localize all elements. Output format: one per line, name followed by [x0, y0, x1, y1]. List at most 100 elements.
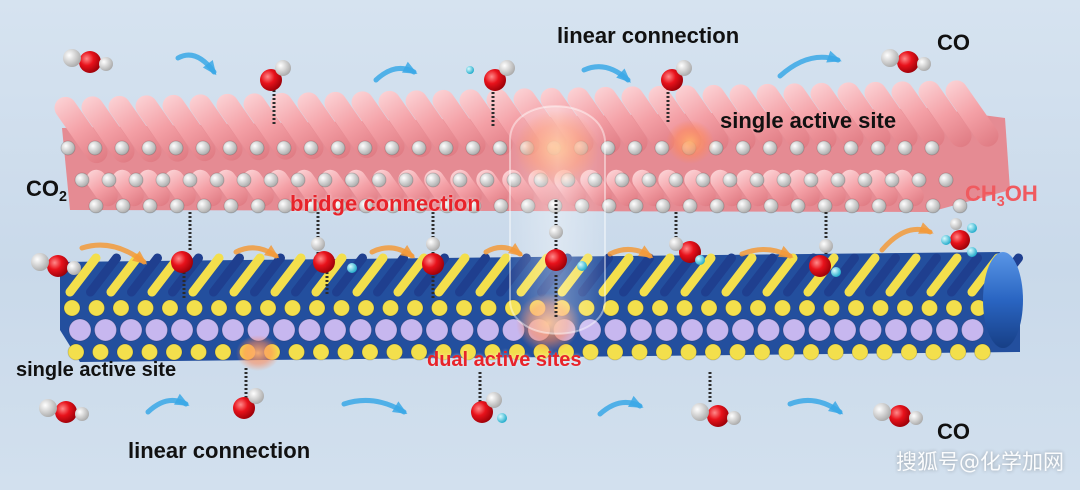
- lower-rod: [906, 253, 941, 297]
- oxygen-atom: [47, 255, 69, 277]
- yellow-atom: [63, 299, 81, 317]
- yellow-atom: [725, 299, 742, 317]
- purple-atom: [706, 318, 729, 342]
- grey-atom: [790, 198, 806, 214]
- arrow-head: [638, 245, 654, 259]
- grey-atom: [182, 172, 198, 188]
- grey-atom: [141, 140, 157, 156]
- purple-atom: [298, 318, 321, 342]
- yellow-atom: [823, 299, 840, 317]
- upper-rod: [783, 83, 837, 150]
- arrow-head: [826, 50, 842, 63]
- lower-rod: [332, 253, 367, 297]
- purple-atom: [323, 318, 347, 342]
- yellow-atom: [235, 299, 252, 317]
- purple-atom: [272, 318, 296, 342]
- upper-rod: [621, 86, 675, 153]
- lower-rod: [947, 253, 982, 297]
- lower-rod: [373, 253, 408, 297]
- grey-atom: [249, 140, 265, 156]
- upper-rod: [684, 169, 716, 207]
- lower-rod: [434, 253, 470, 297]
- grey-atom: [290, 172, 306, 188]
- oxygen-atom: [707, 405, 729, 427]
- hydrogen-cyan-atom: [577, 261, 587, 271]
- grey-atom: [676, 60, 692, 76]
- oxygen-atom: [171, 251, 193, 273]
- grey-atom: [128, 172, 144, 188]
- grey-atom: [873, 403, 891, 421]
- grey-atom: [452, 172, 468, 188]
- grey-atom: [330, 140, 346, 156]
- grey-atom: [924, 140, 940, 156]
- purple-atom: [808, 318, 831, 342]
- purple-atom: [68, 318, 92, 342]
- lower-rod: [762, 253, 798, 297]
- upper-rod: [710, 169, 742, 207]
- yellow-atom: [582, 343, 599, 361]
- lower-rod: [127, 253, 162, 297]
- grey-atom: [614, 172, 630, 188]
- yellow-atom: [382, 299, 399, 317]
- grey-atom: [223, 198, 239, 214]
- purple-atom: [196, 318, 219, 342]
- grey-atom: [250, 198, 266, 214]
- grey-atom: [209, 172, 225, 188]
- grey-atom: [803, 172, 819, 188]
- arrow-head: [400, 245, 416, 259]
- grey-atom: [31, 253, 49, 271]
- upper-rod: [918, 80, 972, 148]
- yellow-atom: [827, 343, 844, 361]
- arrow-head: [174, 393, 190, 406]
- grey-atom: [357, 140, 373, 156]
- grey-atom: [115, 198, 131, 214]
- hydrogen-cyan-atom: [941, 235, 951, 245]
- oxygen-atom: [897, 51, 919, 73]
- grey-atom: [99, 57, 113, 71]
- oxygen-atom: [471, 401, 493, 423]
- grey-atom: [627, 140, 643, 156]
- grey-atom: [331, 198, 347, 214]
- grey-atom: [101, 172, 117, 188]
- yellow-atom: [680, 343, 697, 361]
- grey-atom: [870, 140, 886, 156]
- grey-atom: [857, 172, 873, 188]
- grey-atom: [39, 399, 57, 417]
- grey-atom: [727, 411, 741, 425]
- lower-rod: [65, 253, 101, 297]
- yellow-atom: [337, 343, 354, 361]
- grey-atom: [871, 198, 887, 214]
- yellow-atom: [165, 343, 183, 361]
- grey-atom: [950, 218, 962, 230]
- grey-atom: [344, 172, 360, 188]
- yellow-atom: [484, 343, 501, 361]
- yellow-atom: [872, 299, 889, 317]
- purple-atom: [145, 318, 168, 342]
- purple-atom: [655, 318, 678, 342]
- hydrogen-cyan-atom: [466, 66, 474, 74]
- grey-atom: [736, 198, 752, 214]
- yellow-atom: [651, 299, 669, 317]
- purple-atom: [961, 318, 984, 342]
- upper-rod: [432, 89, 486, 157]
- label-co-bottom: CO: [937, 419, 970, 444]
- lower-rod: [229, 253, 265, 297]
- grey-atom: [691, 403, 709, 421]
- yellow-atom: [925, 343, 942, 361]
- yellow-atom: [112, 299, 130, 317]
- grey-atom: [762, 140, 778, 156]
- purple-atom: [170, 318, 194, 342]
- grey-atom: [67, 261, 81, 275]
- upper-rod: [702, 84, 756, 152]
- upper-rod: [658, 169, 690, 207]
- hydrogen-cyan-atom: [831, 267, 841, 277]
- grey-atom: [142, 198, 158, 214]
- yellow-atom: [851, 343, 869, 361]
- purple-atom: [604, 318, 627, 342]
- yellow-atom: [386, 343, 403, 361]
- grey-atom: [735, 140, 751, 156]
- yellow-atom: [700, 299, 718, 317]
- yellow-atom: [161, 299, 179, 317]
- yellow-atom: [631, 343, 648, 361]
